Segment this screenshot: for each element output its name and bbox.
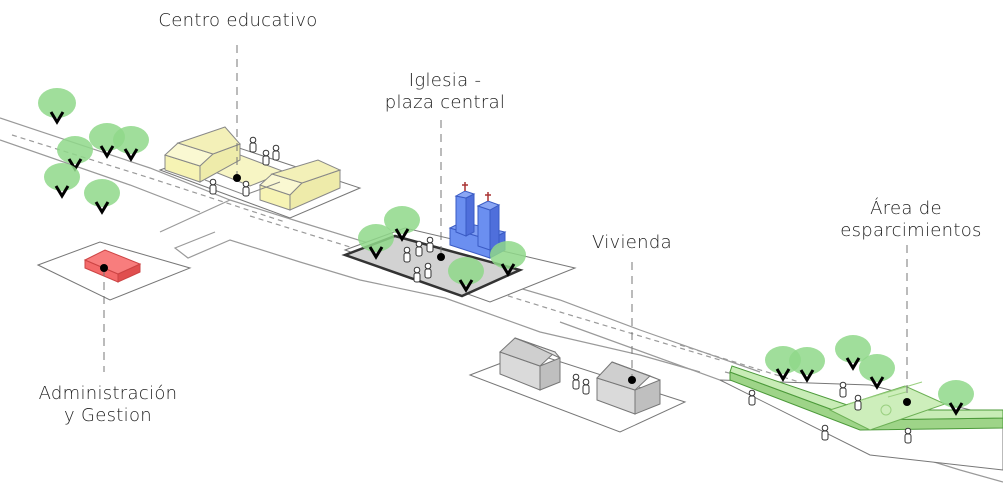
tree-icon: [789, 347, 825, 383]
tree-icon: [84, 179, 120, 215]
label-iglesia-line2: plaza central: [384, 92, 506, 113]
tree-icon: [835, 335, 871, 371]
tree-icon: [448, 257, 484, 293]
label-vivienda: Vivienda: [592, 232, 672, 253]
tree-icon: [358, 224, 394, 260]
person-icon: [572, 373, 580, 390]
person-icon: [249, 136, 257, 153]
label-centro-educativo: Centro educativo: [158, 10, 318, 31]
education-buildings: [164, 126, 342, 211]
person-icon: [839, 381, 847, 398]
anchor-dot: [100, 264, 108, 272]
tree-icon: [44, 163, 80, 199]
person-icon: [424, 262, 432, 279]
person-icon: [403, 246, 411, 263]
leader-lines: [103, 45, 908, 402]
person-icon: [413, 266, 421, 283]
houses: [499, 337, 661, 415]
person-icon: [415, 240, 423, 257]
anchor-dot: [903, 398, 911, 406]
anchor-dot: [437, 253, 445, 261]
trees: [38, 88, 974, 416]
person-icon: [904, 427, 912, 444]
person-icon: [209, 178, 217, 195]
person-icon: [821, 424, 829, 441]
tree-icon: [384, 206, 420, 242]
people: [209, 136, 912, 444]
anchor-dot: [628, 376, 636, 384]
label-area-line2: esparcimientos: [840, 220, 982, 241]
tree-icon: [38, 88, 76, 125]
label-iglesia-line1: Iglesia -: [408, 70, 482, 91]
church-building: [448, 182, 507, 259]
label-admin-line1: Administración: [38, 383, 178, 404]
person-icon: [748, 389, 756, 406]
tree-icon: [490, 241, 526, 277]
label-area-line1: Área de: [870, 198, 942, 219]
anchor-dots: [100, 174, 911, 406]
person-icon: [854, 394, 862, 411]
person-icon: [582, 378, 590, 395]
person-icon: [272, 144, 280, 161]
label-admin-line2: y Gestion: [64, 405, 152, 426]
person-icon: [426, 236, 434, 253]
person-icon: [242, 180, 250, 197]
anchor-dot: [233, 174, 241, 182]
tree-icon: [938, 380, 974, 416]
tree-icon: [859, 354, 895, 390]
tree-icon: [113, 126, 149, 162]
person-icon: [262, 149, 270, 166]
